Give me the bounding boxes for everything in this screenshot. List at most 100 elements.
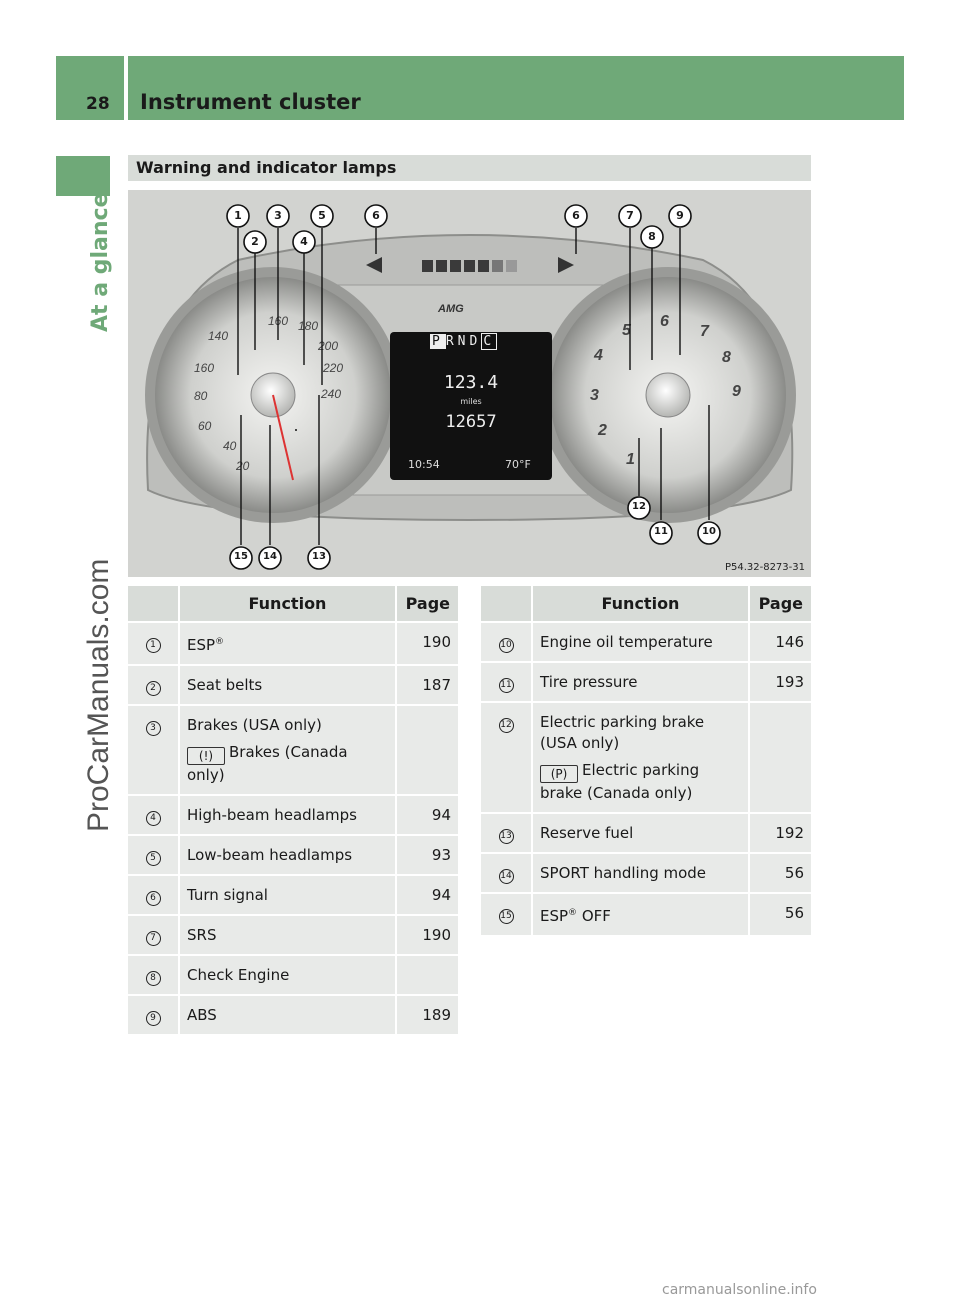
row-page: 56 bbox=[748, 853, 811, 894]
row-number: 10 bbox=[498, 638, 514, 653]
table-header-row: Function Page bbox=[128, 586, 458, 623]
distance-unit: miles bbox=[460, 397, 482, 406]
table-row: 9 ABS 189 bbox=[128, 995, 458, 1036]
table-row: 8 Check Engine bbox=[128, 955, 458, 996]
row-number: 6 bbox=[145, 891, 161, 906]
row-page: 146 bbox=[748, 622, 811, 663]
svg-text:8: 8 bbox=[722, 349, 731, 366]
side-tab-marker bbox=[56, 156, 110, 196]
side-watermark: ProCarManuals.com bbox=[82, 558, 115, 832]
row-function: Electric parking brake (USA only) bbox=[540, 713, 705, 752]
svg-text:9: 9 bbox=[732, 383, 741, 400]
svg-text:20: 20 bbox=[235, 459, 250, 473]
svg-text:160: 160 bbox=[194, 361, 214, 375]
row-function: Low-beam headlamps bbox=[178, 835, 396, 876]
row-number: 13 bbox=[498, 829, 514, 844]
svg-text:240: 240 bbox=[320, 387, 341, 401]
registered-mark: ® bbox=[568, 908, 578, 918]
row-number: 11 bbox=[498, 678, 514, 693]
row-number: 14 bbox=[498, 869, 514, 884]
turn-right-arrow bbox=[558, 257, 574, 273]
row-function: High-beam headlamps bbox=[178, 795, 396, 836]
registered-mark: ® bbox=[215, 637, 225, 647]
row-function-sub: Brakes (Canada only) bbox=[187, 743, 348, 784]
row-function: Brakes (USA only) bbox=[187, 716, 322, 734]
section-heading: Warning and indicator lamps bbox=[128, 155, 811, 181]
brake-warning-icon: (!) bbox=[187, 747, 225, 765]
parking-brake-icon: (P) bbox=[540, 765, 578, 783]
header-function: Function bbox=[178, 586, 396, 623]
row-page: 94 bbox=[395, 795, 458, 836]
row-function-suffix: OFF bbox=[577, 907, 611, 925]
table-row: 2 Seat belts 187 bbox=[128, 665, 458, 706]
table-row: 13 Reserve fuel 192 bbox=[481, 813, 811, 854]
row-function: Reserve fuel bbox=[531, 813, 749, 854]
chapter-title: Instrument cluster bbox=[140, 90, 361, 114]
chapter-header: Instrument cluster bbox=[128, 56, 904, 120]
row-function: Engine oil temperature bbox=[531, 622, 749, 663]
page-number: 28 bbox=[86, 94, 110, 114]
row-page: 190 bbox=[395, 915, 458, 956]
row-number: 1 bbox=[145, 638, 161, 653]
svg-text:7: 7 bbox=[700, 323, 710, 340]
row-function: Tire pressure bbox=[531, 662, 749, 703]
row-number: 15 bbox=[498, 909, 514, 924]
row-function-sub: Electric parking brake (Canada only) bbox=[540, 761, 700, 802]
row-number: 2 bbox=[145, 681, 161, 696]
callout-labels: 1 2 3 4 5 6 6 7 8 9 10 11 12 13 14 15 bbox=[234, 209, 716, 562]
row-number: 9 bbox=[145, 1011, 161, 1026]
function-table-left: Function Page 1 ESP® 190 2 Seat belts 18… bbox=[128, 586, 458, 1036]
row-page: 190 bbox=[395, 622, 458, 666]
turn-left-arrow bbox=[366, 257, 382, 273]
svg-text:180: 180 bbox=[298, 319, 318, 333]
row-number: 8 bbox=[145, 971, 161, 986]
svg-text:4: 4 bbox=[593, 347, 603, 364]
header-page: Page bbox=[395, 586, 458, 623]
table-row: 6 Turn signal 94 bbox=[128, 875, 458, 916]
svg-text:40: 40 bbox=[223, 439, 237, 453]
row-page: 193 bbox=[748, 662, 811, 703]
side-tab-label: At a glance bbox=[88, 192, 113, 332]
table-row: 11 Tire pressure 193 bbox=[481, 662, 811, 703]
table-row: 12 Electric parking brake (USA only) (P)… bbox=[481, 702, 811, 814]
svg-text:220: 220 bbox=[322, 361, 343, 375]
section-heading-text: Warning and indicator lamps bbox=[136, 158, 397, 177]
odometer-value: 12657 bbox=[445, 412, 497, 432]
function-table-right: Function Page 10 Engine oil temperature … bbox=[481, 586, 811, 937]
svg-text:3: 3 bbox=[590, 387, 599, 404]
row-page bbox=[748, 702, 811, 814]
row-page: 94 bbox=[395, 875, 458, 916]
row-number: 3 bbox=[145, 721, 161, 736]
row-page: 189 bbox=[395, 995, 458, 1036]
row-function: Check Engine bbox=[178, 955, 396, 996]
row-page: 93 bbox=[395, 835, 458, 876]
svg-text:1: 1 bbox=[626, 451, 635, 468]
row-function: Seat belts bbox=[178, 665, 396, 706]
table-row: 14 SPORT handling mode 56 bbox=[481, 853, 811, 894]
row-page bbox=[395, 955, 458, 996]
table-row: 7 SRS 190 bbox=[128, 915, 458, 956]
header-number bbox=[128, 586, 179, 623]
row-function: ESP bbox=[187, 636, 216, 654]
table-row: 15 ESP® OFF 56 bbox=[481, 893, 811, 937]
row-page: 192 bbox=[748, 813, 811, 854]
row-page bbox=[395, 705, 458, 796]
row-number: 5 bbox=[145, 851, 161, 866]
svg-text:60: 60 bbox=[198, 419, 212, 433]
svg-text:5: 5 bbox=[622, 322, 632, 339]
bottom-watermark: carmanualsonline.info bbox=[662, 1282, 817, 1298]
row-function: SPORT handling mode bbox=[531, 853, 749, 894]
temperature-readout: 70°F bbox=[505, 458, 531, 471]
table-row: 10 Engine oil temperature 146 bbox=[481, 622, 811, 663]
figure-code: P54.32-8273-31 bbox=[724, 562, 805, 573]
svg-text:80: 80 bbox=[194, 389, 208, 403]
row-number: 4 bbox=[145, 811, 161, 826]
table-row: 4 High-beam headlamps 94 bbox=[128, 795, 458, 836]
row-number: 12 bbox=[498, 718, 514, 733]
svg-text:6: 6 bbox=[660, 313, 669, 330]
svg-text:AMG: AMG bbox=[437, 303, 464, 315]
table-row: 5 Low-beam headlamps 93 bbox=[128, 835, 458, 876]
row-function: Turn signal bbox=[178, 875, 396, 916]
